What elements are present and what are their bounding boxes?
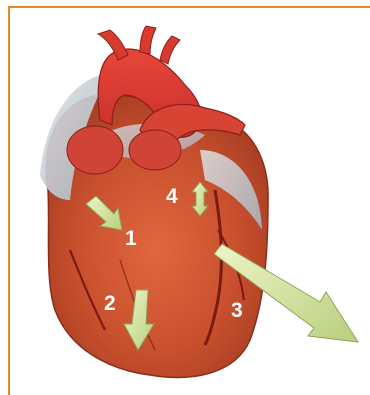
label-3: 3	[231, 299, 243, 322]
label-2: 2	[104, 292, 116, 315]
left-carotid-artery	[140, 26, 156, 54]
left-subclavian-artery	[160, 36, 180, 64]
right-atrium	[67, 126, 123, 174]
label-1: 1	[125, 227, 137, 250]
left-atrium	[129, 130, 181, 170]
label-4: 4	[166, 185, 178, 208]
